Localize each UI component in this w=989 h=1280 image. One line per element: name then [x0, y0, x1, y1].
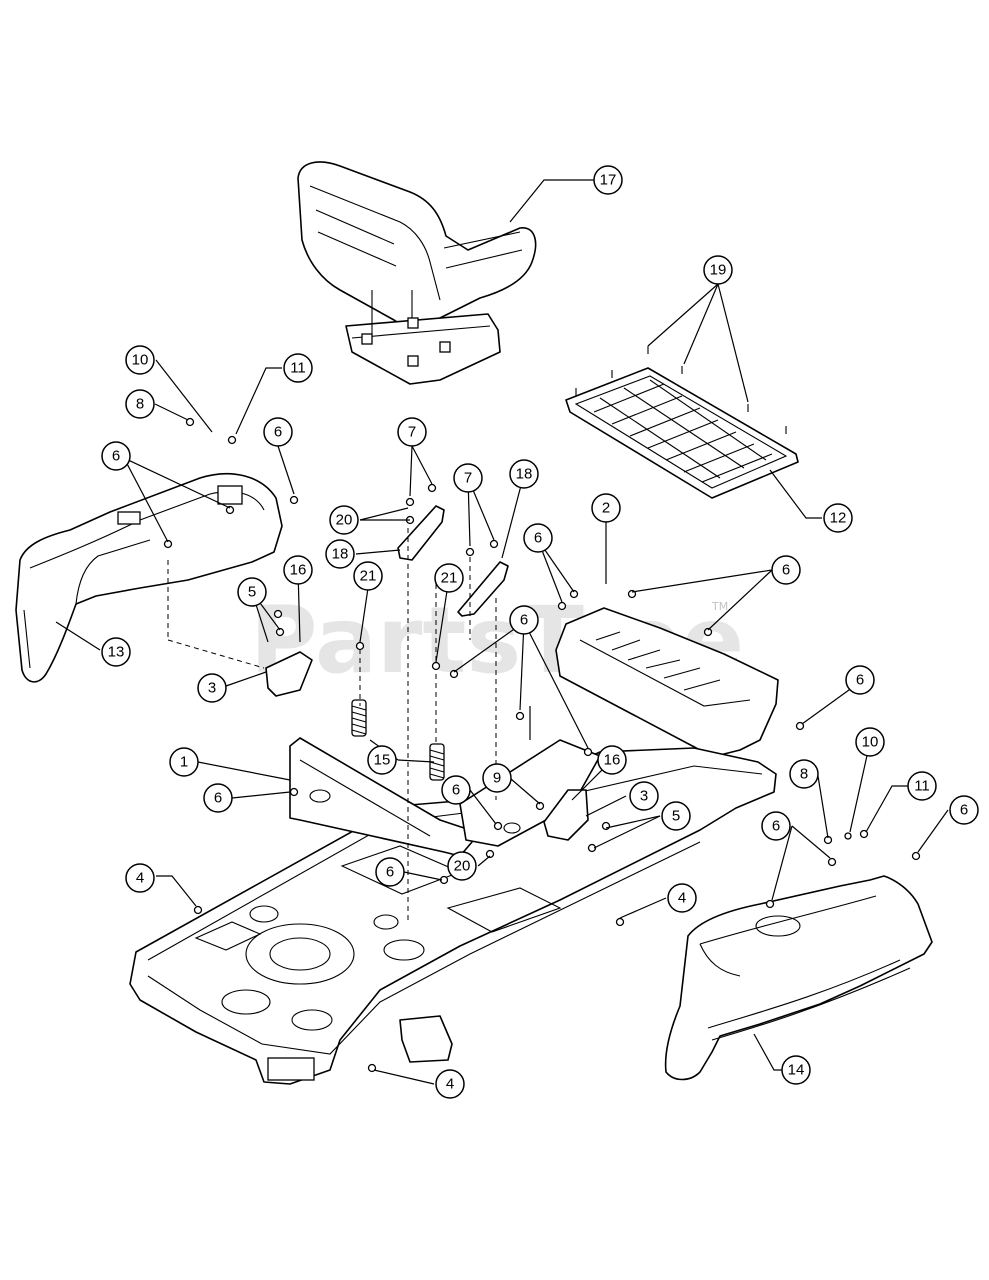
svg-text:7: 7 [408, 424, 416, 441]
callout-9: 9 [482, 763, 512, 793]
callout-12: 12 [823, 503, 853, 533]
callout-4: 4 [667, 883, 697, 913]
svg-text:11: 11 [914, 778, 930, 795]
foot-plate [565, 346, 799, 499]
callout-5: 5 [661, 801, 691, 831]
callout-6: 6 [761, 811, 791, 841]
svg-text:18: 18 [332, 546, 349, 563]
callout-11: 11 [907, 771, 937, 801]
svg-text:1: 1 [180, 754, 188, 771]
svg-text:13: 13 [108, 644, 125, 661]
svg-text:5: 5 [672, 808, 680, 825]
callout-7: 7 [453, 463, 483, 493]
callout-13: 13 [101, 637, 131, 667]
svg-text:6: 6 [112, 448, 120, 465]
callout-8: 8 [125, 389, 155, 419]
callout-4: 4 [435, 1069, 465, 1099]
callout-19: 19 [703, 255, 733, 285]
svg-text:11: 11 [290, 360, 306, 377]
callout-20: 20 [447, 851, 477, 881]
svg-text:16: 16 [604, 752, 621, 769]
svg-text:7: 7 [464, 470, 472, 487]
svg-text:4: 4 [678, 890, 686, 907]
svg-text:15: 15 [374, 752, 391, 769]
callout-18: 18 [509, 459, 539, 489]
callout-6: 6 [203, 783, 233, 813]
svg-text:6: 6 [960, 802, 968, 819]
left-fender [15, 472, 283, 683]
callout-6: 6 [771, 555, 801, 585]
callout-6: 6 [509, 605, 539, 635]
callout-10: 10 [125, 345, 155, 375]
svg-text:6: 6 [386, 864, 394, 881]
callout-18: 18 [325, 539, 355, 569]
svg-text:6: 6 [274, 424, 282, 441]
svg-text:19: 19 [710, 262, 727, 279]
watermark-trademark: TM [711, 600, 728, 613]
svg-text:6: 6 [452, 782, 460, 799]
svg-text:21: 21 [360, 568, 377, 585]
callout-21: 21 [353, 561, 383, 591]
svg-text:3: 3 [208, 680, 216, 697]
svg-text:5: 5 [248, 584, 256, 601]
springs [351, 699, 445, 781]
svg-text:14: 14 [788, 1062, 805, 1079]
svg-text:3: 3 [640, 788, 648, 805]
right-fender [664, 875, 933, 1081]
svg-text:17: 17 [600, 172, 617, 189]
callout-5: 5 [237, 577, 267, 607]
svg-text:9: 9 [493, 770, 501, 787]
svg-text:4: 4 [446, 1076, 454, 1093]
callout-16: 16 [597, 745, 627, 775]
callout-17: 17 [593, 165, 623, 195]
callout-6: 6 [263, 417, 293, 447]
svg-text:16: 16 [290, 562, 307, 579]
callout-20: 20 [329, 505, 359, 535]
svg-text:10: 10 [132, 352, 149, 369]
hardware [163, 417, 921, 1073]
callout-16: 16 [283, 555, 313, 585]
callout-15: 15 [367, 745, 397, 775]
callout-6: 6 [441, 775, 471, 805]
svg-text:4: 4 [136, 870, 144, 887]
svg-text:6: 6 [782, 562, 790, 579]
callout-6: 6 [101, 441, 131, 471]
main-frame [129, 737, 777, 1085]
svg-text:6: 6 [214, 790, 222, 807]
callout-7: 7 [397, 417, 427, 447]
callout-2: 2 [591, 493, 621, 523]
svg-text:10: 10 [862, 734, 879, 751]
svg-text:8: 8 [800, 766, 808, 783]
svg-text:21: 21 [441, 570, 458, 587]
svg-text:20: 20 [336, 512, 353, 529]
callout-6: 6 [949, 795, 979, 825]
svg-text:20: 20 [454, 858, 471, 875]
svg-text:18: 18 [516, 466, 533, 483]
callout-11: 11 [283, 353, 313, 383]
callout-10: 10 [855, 727, 885, 757]
svg-text:6: 6 [520, 612, 528, 629]
floor-panel [555, 607, 779, 757]
seat-assembly [297, 161, 537, 385]
callout-8: 8 [789, 759, 819, 789]
callout-6: 6 [375, 857, 405, 887]
svg-text:8: 8 [136, 396, 144, 413]
svg-text:2: 2 [602, 500, 610, 517]
svg-text:12: 12 [830, 510, 847, 527]
svg-text:6: 6 [772, 818, 780, 835]
callout-4: 4 [125, 863, 155, 893]
callout-3: 3 [197, 673, 227, 703]
callout-21: 21 [434, 563, 464, 593]
callout-6: 6 [845, 665, 875, 695]
callout-1: 1 [169, 747, 199, 777]
svg-text:6: 6 [856, 672, 864, 689]
callout-14: 14 [781, 1055, 811, 1085]
callout-3: 3 [629, 781, 659, 811]
svg-text:6: 6 [534, 530, 542, 547]
callout-6: 6 [523, 523, 553, 553]
